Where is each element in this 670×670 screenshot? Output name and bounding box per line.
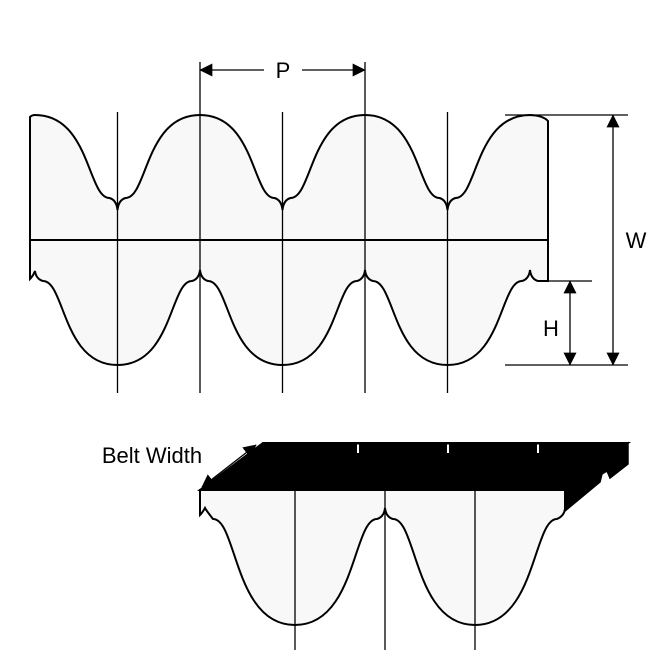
belt-width-annotation: Belt Width [102, 443, 257, 488]
cross-section-view: P W H [29, 58, 647, 393]
width-label: W [626, 228, 647, 253]
width-dimension: W [505, 114, 647, 366]
belt-side-face [564, 441, 629, 513]
belt-width-arrow [201, 444, 257, 488]
belt-3d-view: Belt Width [102, 441, 632, 650]
belt-width-label: Belt Width [102, 443, 202, 468]
pitch-dimension: P [199, 58, 366, 83]
pitch-label: P [276, 58, 291, 83]
belt-top-face [196, 442, 632, 491]
belt-front-profile [199, 489, 566, 627]
height-label: H [543, 316, 559, 341]
height-dimension: H [543, 280, 592, 366]
